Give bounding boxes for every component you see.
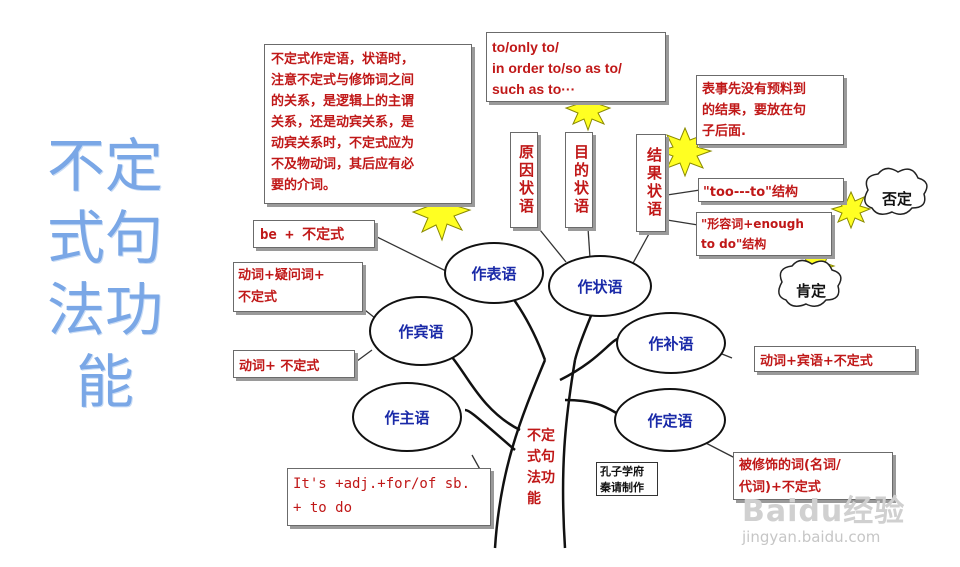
cloud-icon [864,167,928,215]
side-title-line: 法功 [46,276,163,344]
note-line: 不及物动词，其后应有必 [271,157,415,172]
box-adj-enough: "形容词+enough to do"结构 [696,212,832,256]
note-top-left: 不定式作定语，状语时， 注意不定式与修饰词之间 的关系，是逻辑上的主谓 关系，还… [264,44,472,204]
note-line: 要的介词。 [271,178,337,193]
cloud-negative: 否定 [881,189,912,208]
side-title: 不定 式句 法功 能 [40,130,170,418]
box-line: + to do [293,500,353,516]
credit-line: 孔子学府 [600,465,644,478]
note-line: 关系，还是动宾关系，是 [271,115,415,130]
node-subject: 作主语 [352,382,462,452]
watermark-url: jingyan.baidu.com [742,528,881,546]
credit-box: 孔子学府 秦请制作 [596,462,658,496]
note-line: 表事先没有预料到 [702,82,807,97]
trunk-label: 不定 式句 法功 能 [527,426,563,510]
trunk-label-line: 法功 [527,470,555,486]
note-top-right: 表事先没有预料到 的结果，要放在句 子后面. [696,75,844,145]
box-verb-object-infinitive: 动词+宾语+不定式 [754,346,916,372]
label-purpose-adverbial: 目的状语 [565,132,593,228]
box-verb-infinitive: 动词+ 不定式 [233,350,355,378]
watermark-logo: Baidu经验 [742,494,906,529]
box-verb-question-infinitive: 动词+疑问词+ 不定式 [233,262,363,312]
box-line: 不定式 [238,290,278,305]
side-title-line: 不定 [46,132,163,200]
credit-line: 秦请制作 [600,481,644,494]
box-too-to: "too---to"结构 [698,178,844,202]
note-top-center: to/only to/ in order to/so as to/ such a… [486,32,666,102]
trunk-label-line: 不定 [527,428,555,444]
note-line: 的关系，是逻辑上的主谓 [271,94,415,109]
node-adverbial: 作状语 [548,255,652,317]
label-reason-adverbial: 原因状语 [510,132,538,228]
note-line: 子后面. [702,124,746,139]
cloud-icon [778,259,842,307]
trunk-label-line: 式句 [527,449,555,465]
note-line: 动宾关系时，不定式应为 [271,136,415,151]
note-line: 不定式作定语，状语时， [271,52,415,67]
note-line: such as to··· [492,81,576,97]
box-line: 代词)+不定式 [739,480,821,495]
cloud-affirmative: 肯定 [795,281,826,300]
note-line: in order to/so as to/ [492,60,622,76]
box-be-infinitive: be + 不定式 [253,220,375,248]
note-line: to/only to/ [492,39,559,55]
box-modified-word: 被修饰的词(名词/ 代词)+不定式 [733,452,893,500]
side-title-line: 能 [75,348,134,416]
trunk-label-line: 能 [527,491,541,507]
side-title-line: 式句 [46,204,163,272]
node-object: 作宾语 [369,296,473,366]
box-line: It's +adj.+for/of sb. [293,476,471,492]
node-predicative: 作表语 [444,242,544,304]
note-line: 的结果，要放在句 [702,103,807,118]
note-line: 注意不定式与修饰词之间 [271,73,415,88]
node-complement: 作补语 [616,312,726,374]
box-line: to do"结构 [701,237,767,251]
box-line: 被修饰的词(名词/ [739,458,841,473]
node-attributive: 作定语 [614,388,726,452]
box-line: 动词+疑问词+ [238,268,325,283]
label-result-adverbial: 结果状语 [636,134,666,232]
box-line: "形容词+enough [701,217,804,231]
box-its-adj: It's +adj.+for/of sb. + to do [287,468,491,526]
